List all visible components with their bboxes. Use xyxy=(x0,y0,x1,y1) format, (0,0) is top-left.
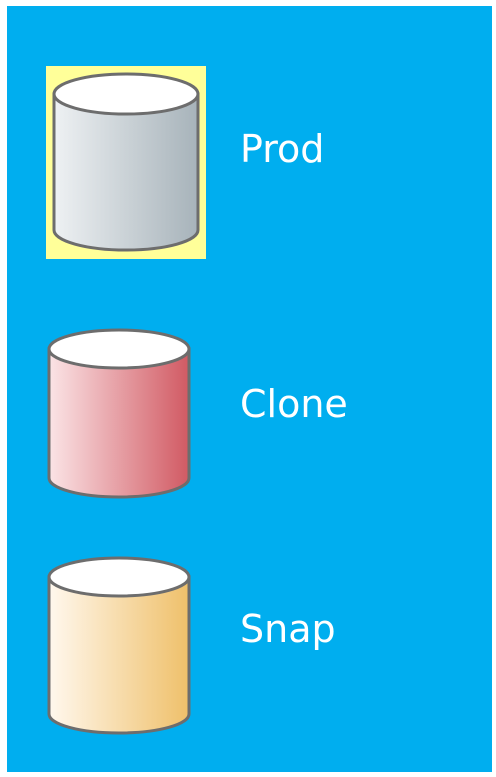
snap-label: Snap xyxy=(240,607,336,651)
database-cylinder-icon xyxy=(47,556,191,735)
database-cylinder-icon xyxy=(47,328,191,499)
prod-label: Prod xyxy=(240,127,325,171)
clone-label: Clone xyxy=(240,382,348,426)
database-cylinder-icon xyxy=(52,72,200,252)
diagram-background: Prod Clone Snap xyxy=(7,6,492,772)
